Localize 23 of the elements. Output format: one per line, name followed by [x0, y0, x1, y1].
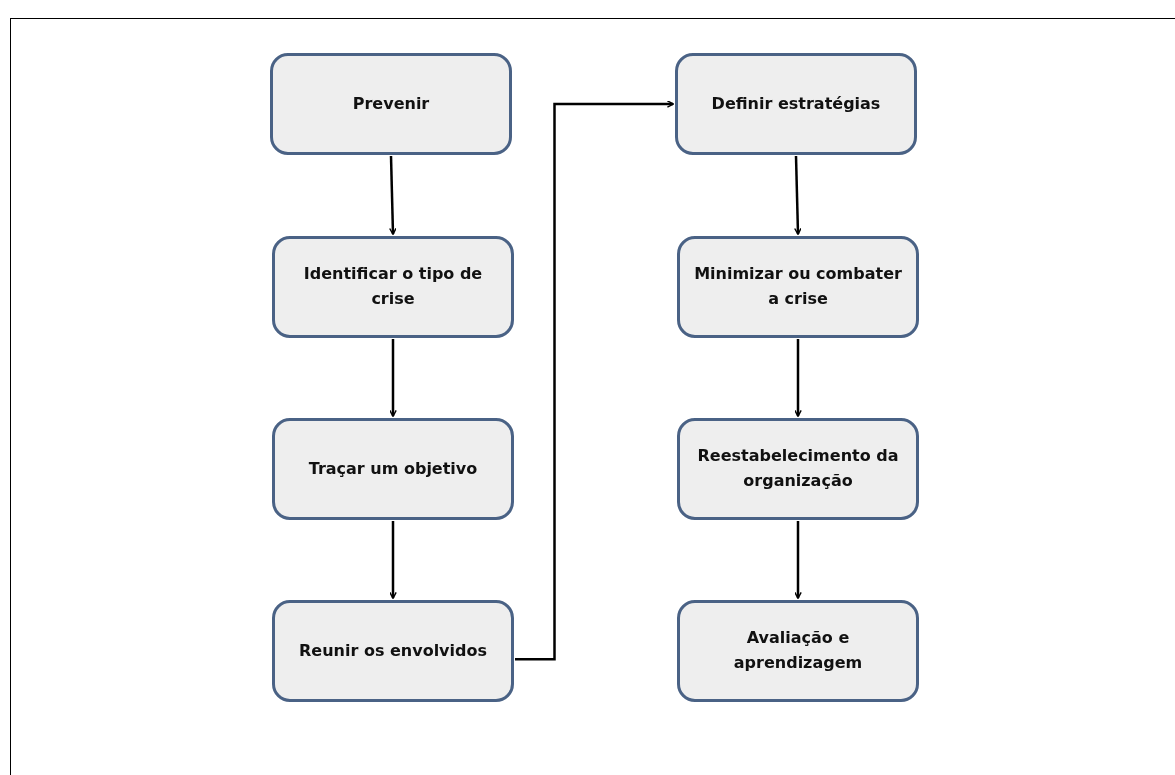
process-box — [677, 600, 919, 702]
step-label: Reunir os envolvidos — [298, 639, 488, 662]
arrow — [794, 155, 802, 236]
process-box — [677, 236, 919, 338]
process-box — [272, 418, 514, 520]
process-box — [677, 418, 919, 520]
process-box — [270, 53, 512, 155]
step-label: Identificar o tipo de crise — [302, 263, 484, 310]
process-box — [675, 53, 917, 155]
arrow — [515, 100, 675, 661]
step-label: Definir estratégias — [710, 92, 882, 115]
arrow — [389, 521, 397, 600]
arrow — [794, 339, 802, 418]
step-label: Reestabelecimento da organização — [696, 445, 900, 492]
arrow — [389, 339, 397, 418]
step-label: Traçar um objetivo — [307, 457, 479, 480]
step-label: Minimizar ou combater a crise — [693, 263, 903, 310]
step-label: Prevenir — [351, 92, 431, 115]
arrow — [794, 521, 802, 600]
step-label: Avaliação e aprendizagem — [732, 627, 864, 674]
process-box — [272, 236, 514, 338]
process-box — [272, 600, 514, 702]
arrow — [389, 155, 397, 236]
